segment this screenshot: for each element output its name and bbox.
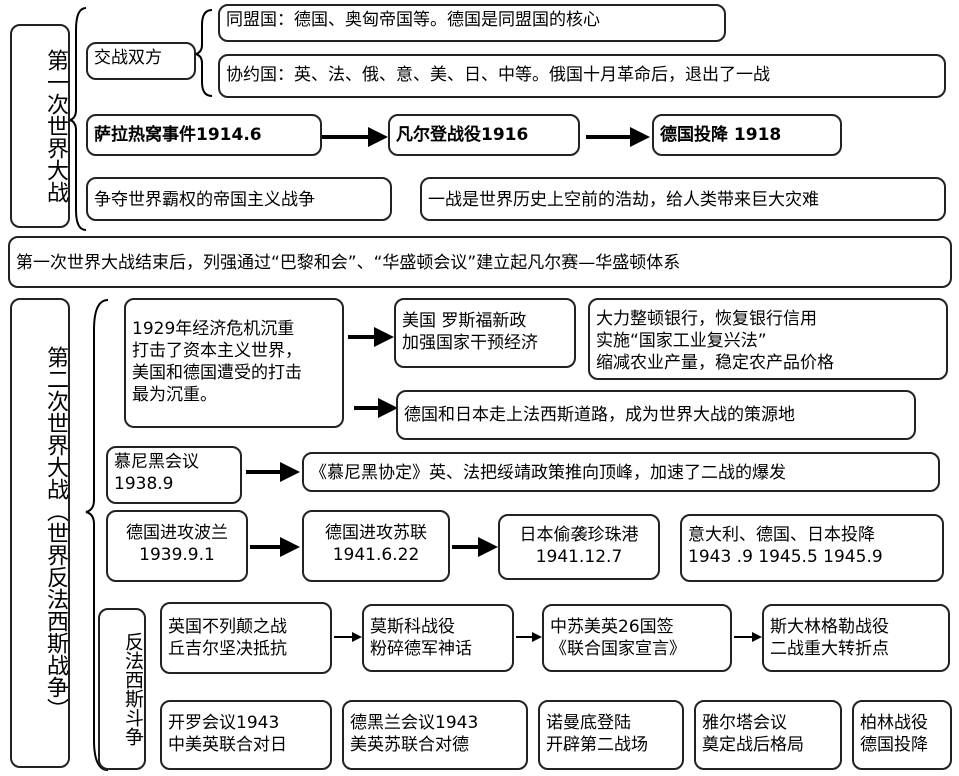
antifascist-label: 反法西斯斗争 xyxy=(98,608,146,770)
brace-ww2 xyxy=(85,299,109,771)
battle-of-stalingrad: 斯大林格勒战役 二战重大转折点 xyxy=(762,604,950,672)
tehran-conference: 德黑兰会议1943 美英苏联合对德 xyxy=(342,700,528,770)
ww1-sides-label: 交战双方 xyxy=(86,42,196,80)
ww1-entente: 协约国：英、法、俄、意、美、日、中等。俄国十月革命后，退出了一战 xyxy=(218,54,946,98)
ww1-event-verdun: 凡尔登战役1916 xyxy=(388,114,580,156)
brace-sides xyxy=(192,9,213,97)
battle-of-britain: 英国不列颠之战 丘吉尔坚决抵抗 xyxy=(160,602,332,674)
ww2-new-deal-measures: 大力整顿银行，恢复银行信用 实施“国家工业复兴法” 缩减农业产量，稳定农产品价格 xyxy=(588,298,948,380)
cairo-conference: 开罗会议1943 中美英联合对日 xyxy=(160,700,332,770)
brace-ww1 xyxy=(66,7,87,231)
ww1-event-sarajevo: 萨拉热窝事件1914.6 xyxy=(86,114,322,156)
battle-of-berlin: 柏林战役 德国投降 xyxy=(852,700,952,770)
battle-of-moscow: 莫斯科战役 粉碎德军神话 xyxy=(362,604,514,672)
ww1-impact: 一战是世界历史上空前的浩劫，给人类带来巨大灾难 xyxy=(420,177,946,221)
ww1-event-surrender: 德国投降 1918 xyxy=(652,114,842,156)
yalta-conference: 雅尔塔会议 奠定战后格局 xyxy=(694,700,842,770)
ww1-nature: 争夺世界霸权的帝国主义战争 xyxy=(86,177,392,221)
ww2-pearl-harbor: 日本偷袭珍珠港 1941.12.7 xyxy=(498,514,660,580)
ww2-fascism: 德国和日本走上法西斯道路，成为世界大战的策源地 xyxy=(396,390,916,440)
ww2-munich: 慕尼黑会议 1938.9 xyxy=(106,446,242,504)
ww2-invade-ussr: 德国进攻苏联 1941.6.22 xyxy=(302,510,450,582)
ww2-invade-poland: 德国进攻波兰 1939.9.1 xyxy=(106,510,248,582)
ww2-crisis: 1929年经济危机沉重 打击了资本主义世界， 美国和德国遭受的打击 最为沉重。 xyxy=(124,298,344,428)
ww2-munich-result: 《慕尼黑协定》英、法把绥靖政策推向顶峰，加速了二战的爆发 xyxy=(302,452,940,492)
ww1-central-powers: 同盟国：德国、奥匈帝国等。德国是同盟国的核心 xyxy=(218,4,726,42)
ww1-title: 第一次世界大战 xyxy=(10,24,70,228)
un-declaration: 中苏美英26国签 《联合国家宣言》 xyxy=(542,604,732,672)
versailles-washington-system: 第一次世界大战结束后，列强通过“巴黎和会”、“华盛顿会议”建立起凡尔赛—华盛顿体… xyxy=(8,236,952,288)
normandy-landing: 诺曼底登陆 开辟第二战场 xyxy=(538,700,684,770)
ww2-new-deal: 美国 罗斯福新政 加强国家干预经济 xyxy=(394,298,576,368)
ww2-title: 第二次世界大战（世界反法西斯战争） xyxy=(10,298,70,768)
ww2-axis-surrender: 意大利、德国、日本投降 1943 .9 1945.5 1945.9 xyxy=(680,514,944,582)
